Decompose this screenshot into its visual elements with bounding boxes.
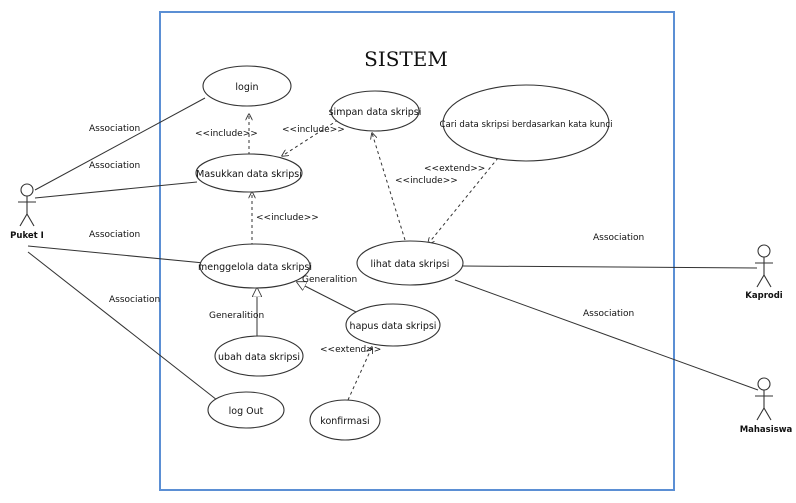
usecase-menggelola bbox=[199, 243, 311, 289]
actor-puket bbox=[18, 183, 36, 227]
label-include-1: <<include>> bbox=[195, 129, 258, 139]
usecase-logout-label: log Out bbox=[229, 406, 264, 417]
usecase-masukkan-label: Masukkan data skripsi bbox=[196, 169, 302, 180]
label-generalition-1: Generalition bbox=[302, 275, 357, 285]
usecase-cari-label: Cari data skripsi berdasarkan kata kunci bbox=[439, 120, 612, 130]
label-extend-1: <<extend>> bbox=[424, 164, 485, 174]
extend-konfirmasi-hapus bbox=[347, 347, 372, 401]
usecase-lihat bbox=[356, 240, 464, 286]
extend-cari-lihat bbox=[428, 157, 499, 244]
assoc-lihat-kaprodi bbox=[461, 265, 758, 269]
usecase-menggelola-label: menggelola data skripsi bbox=[198, 262, 312, 273]
label-association-6: Association bbox=[583, 309, 634, 319]
include-simpan-masukkan bbox=[282, 119, 339, 156]
generalization-lines bbox=[257, 282, 357, 338]
label-extend-2: <<extend>> bbox=[320, 345, 381, 355]
assoc-puket-login bbox=[34, 97, 206, 191]
assoc-lihat-mahasiswa bbox=[454, 279, 759, 391]
use-cases bbox=[195, 65, 610, 441]
usecase-hapus bbox=[345, 303, 441, 347]
system-boundary bbox=[159, 11, 675, 491]
gen-hapus-menggelola bbox=[297, 282, 357, 313]
label-association-1: Association bbox=[89, 124, 140, 134]
actor-mahasiswa bbox=[755, 377, 773, 421]
assoc-puket-menggelola bbox=[27, 245, 205, 264]
actor-kaprodi bbox=[755, 244, 773, 288]
label-include-4: <<include>> bbox=[395, 176, 458, 186]
label-association-4: Association bbox=[109, 295, 160, 305]
label-association-2: Association bbox=[89, 161, 140, 171]
association-lines bbox=[27, 97, 759, 401]
system-title: SISTEM bbox=[364, 47, 448, 71]
usecase-konfirmasi bbox=[309, 399, 381, 441]
actor-kaprodi-label: Kaprodi bbox=[745, 291, 783, 301]
include-lihat-simpan bbox=[372, 133, 406, 241]
dependency-lines bbox=[249, 114, 499, 401]
usecase-hapus-label: hapus data skripsi bbox=[350, 321, 437, 332]
actor-puket-label: Puket I bbox=[10, 231, 44, 241]
usecase-masukkan bbox=[195, 153, 303, 193]
usecase-lihat-label: lihat data skripsi bbox=[371, 259, 450, 270]
label-association-3: Association bbox=[89, 230, 140, 240]
usecase-simpan-label: simpan data skripsi bbox=[329, 107, 422, 118]
usecase-logout bbox=[207, 391, 285, 429]
label-association-5: Association bbox=[593, 233, 644, 243]
actor-mahasiswa-label: Mahasiswa bbox=[740, 425, 793, 435]
label-include-3: <<include>> bbox=[256, 213, 319, 223]
usecase-cari bbox=[442, 84, 610, 162]
label-generalition-2: Generalition bbox=[209, 311, 264, 321]
usecase-ubah-label: ubah data skripsi bbox=[218, 352, 300, 363]
assoc-puket-masukkan bbox=[34, 181, 198, 199]
label-include-2: <<include>> bbox=[282, 125, 345, 135]
usecase-login-label: login bbox=[235, 82, 258, 93]
usecase-login bbox=[202, 65, 292, 107]
usecase-konfirmasi-label: konfirmasi bbox=[320, 416, 369, 427]
assoc-puket-logout bbox=[27, 251, 218, 401]
usecase-ubah bbox=[214, 335, 304, 377]
usecase-simpan bbox=[330, 90, 420, 132]
